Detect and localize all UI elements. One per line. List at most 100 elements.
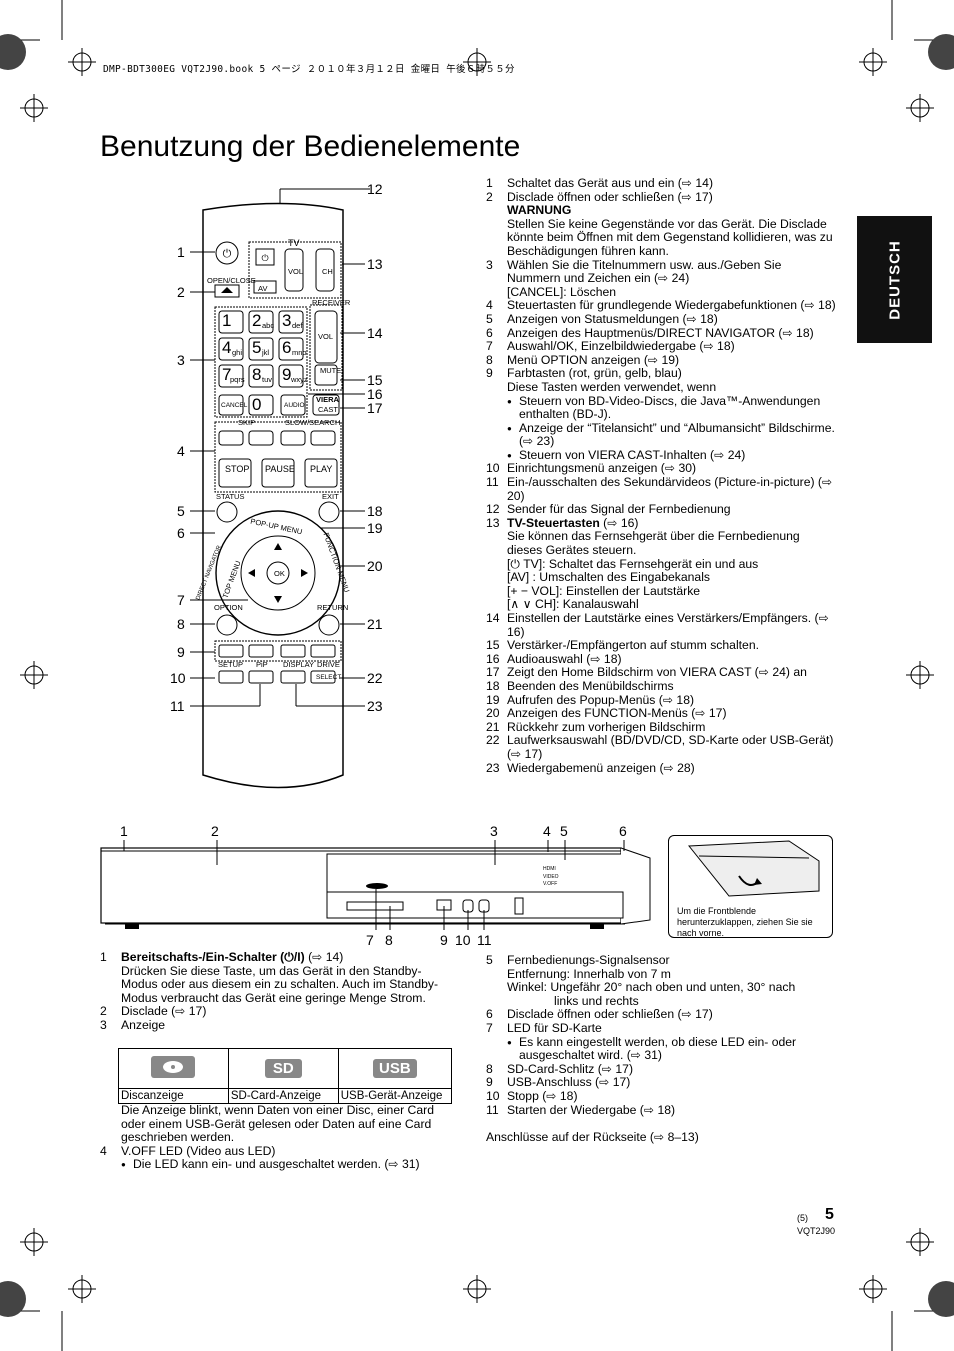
remote-control-illustration: ⏻ ⏻ xyxy=(202,188,370,789)
item-text: Starten der Wiedergabe (⇨ 18) xyxy=(507,1102,676,1117)
ok-label: OK xyxy=(274,569,285,578)
item-text: Disclade (⇨ 17) xyxy=(121,1004,207,1019)
device-callout-4: 4 xyxy=(543,823,551,839)
item-text: Wählen Sie die Titelnummern usw. aus./Ge… xyxy=(507,257,782,286)
callout-13: 13 xyxy=(367,256,383,272)
description-item: [⏻ TV]: Schaltet das Fernsehgerät ein un… xyxy=(486,556,838,572)
sd-indicator-label: SD-Card-Anzeige xyxy=(227,1088,339,1104)
item-text: WARNUNG xyxy=(507,203,572,218)
key-9: 9 xyxy=(282,365,292,384)
description-item xyxy=(486,1117,838,1131)
disc-icon xyxy=(151,1056,196,1078)
page-title: Benutzung der Bedienelemente xyxy=(100,130,521,163)
item-text: Die LED kann ein- und ausgeschaltet werd… xyxy=(133,1157,420,1172)
item-text: Drücken Sie diese Taste, um das Gerät in… xyxy=(121,963,439,1005)
item-text: Verstärker-/Empfängerton auf stumm schal… xyxy=(507,638,759,653)
item-number: 2 xyxy=(486,189,493,204)
description-item: Steuern von VIERA CAST-Inhalten (⇨ 24) xyxy=(486,447,838,463)
key-4: 4 xyxy=(222,338,232,357)
item-number: 21 xyxy=(486,719,500,734)
cancel-label: CANCEL xyxy=(221,402,248,409)
device-callout-8: 8 xyxy=(385,932,393,948)
viera-label: VIERA xyxy=(316,395,339,404)
description-item: Steuern von BD-Video-Discs, die Java™-An… xyxy=(486,394,838,422)
power-button xyxy=(215,241,239,265)
callout-2: 2 xyxy=(177,284,185,300)
item-text: Sender für das Signal der Fernbedienung xyxy=(507,502,731,517)
description-item: Winkel: Ungefähr 20° nach oben und unten… xyxy=(486,980,838,995)
document-code: VQT2J90 xyxy=(797,1226,836,1236)
item-text: [⏻ TV]: Schaltet das Fernsehgerät ein un… xyxy=(507,556,759,571)
pip-label: PiP xyxy=(256,660,268,669)
item-number: 18 xyxy=(486,678,500,693)
item-number: 3 xyxy=(486,257,493,272)
item-text: Anzeige der “Titelansicht” und “Albumans… xyxy=(519,420,835,449)
item-text: Anzeigen des FUNCTION-Menüs (⇨ 17) xyxy=(507,706,727,721)
callout-19: 19 xyxy=(367,520,383,536)
callout-15: 15 xyxy=(367,372,383,388)
callout-6: 6 xyxy=(177,525,185,541)
callout-17: 17 xyxy=(367,400,383,416)
item-text: Einstellen der Lautstärke eines Verstärk… xyxy=(507,611,829,639)
item-number: 10 xyxy=(486,461,500,476)
return-button xyxy=(318,614,340,636)
description-item: 1 Bereitschafts-/Ein-Schalter (⏻/I) (⇨ 14… xyxy=(100,950,450,965)
callout-3: 3 xyxy=(177,352,185,368)
device-callout-11: 11 xyxy=(477,932,492,948)
exit-label: EXIT xyxy=(322,492,339,501)
description-item: Anschlüsse auf der Rückseite (⇨ 8–13) xyxy=(486,1130,838,1145)
key-0: 0 xyxy=(252,395,262,414)
play-label: PLAY xyxy=(310,464,333,474)
usb-indicator-cell: USB xyxy=(337,1048,453,1089)
item-text: Entfernung: Innerhalb von 7 m xyxy=(507,966,671,981)
item-text: Bereitschafts-/Ein-Schalter (⏻/I) (⇨ 14) xyxy=(121,950,344,964)
key-8: 8 xyxy=(252,365,262,384)
device-callout-1: 1 xyxy=(120,823,128,839)
device-callout-5: 5 xyxy=(560,823,568,839)
callout-23: 23 xyxy=(367,698,383,714)
item-number: 6 xyxy=(486,1007,493,1022)
inset-caption: Um die Frontblende herunterzuklappen, zi… xyxy=(677,906,813,938)
item-number: 1 xyxy=(100,950,107,964)
item-text: Steuern von VIERA CAST-Inhalten (⇨ 24) xyxy=(519,447,746,462)
key-7-sub: pqrs xyxy=(230,375,245,384)
key-6: 6 xyxy=(282,338,292,357)
option-button xyxy=(216,614,238,636)
item-text: Wiedergabemenü anzeigen (⇨ 28) xyxy=(507,760,695,775)
description-item: 15 Verstärker-/Empfängerton auf stumm sch… xyxy=(486,638,838,653)
sd-icon: SD xyxy=(264,1059,302,1078)
callout-11: 11 xyxy=(170,698,185,714)
item-text: [+ − VOL]: Einstellen der Lautstärke xyxy=(507,583,701,598)
device-callout-10: 10 xyxy=(455,932,471,948)
item-number: 19 xyxy=(486,692,500,707)
callout-4: 4 xyxy=(177,443,185,459)
item-text: Anschlüsse auf der Rückseite (⇨ 8–13) xyxy=(486,1130,699,1145)
item-text: Die Anzeige blinkt, wenn Daten von einer… xyxy=(121,1103,434,1145)
item-number: 15 xyxy=(486,638,500,653)
item-text: USB-Anschluss (⇨ 17) xyxy=(507,1075,631,1090)
item-text: [∧ ∨ CH]: Kanalauswahl xyxy=(507,597,639,612)
disc-indicator-cell xyxy=(118,1048,229,1089)
key-4-sub: ghi xyxy=(232,348,243,357)
indicator-table: SD USB Discanzeige SD-Card-Anzeige USB-G… xyxy=(118,1048,453,1104)
device-callout-3: 3 xyxy=(490,823,498,839)
callout-20: 20 xyxy=(367,558,383,574)
panel-video-label: VIDEO xyxy=(543,874,559,880)
callout-5: 5 xyxy=(177,503,185,519)
